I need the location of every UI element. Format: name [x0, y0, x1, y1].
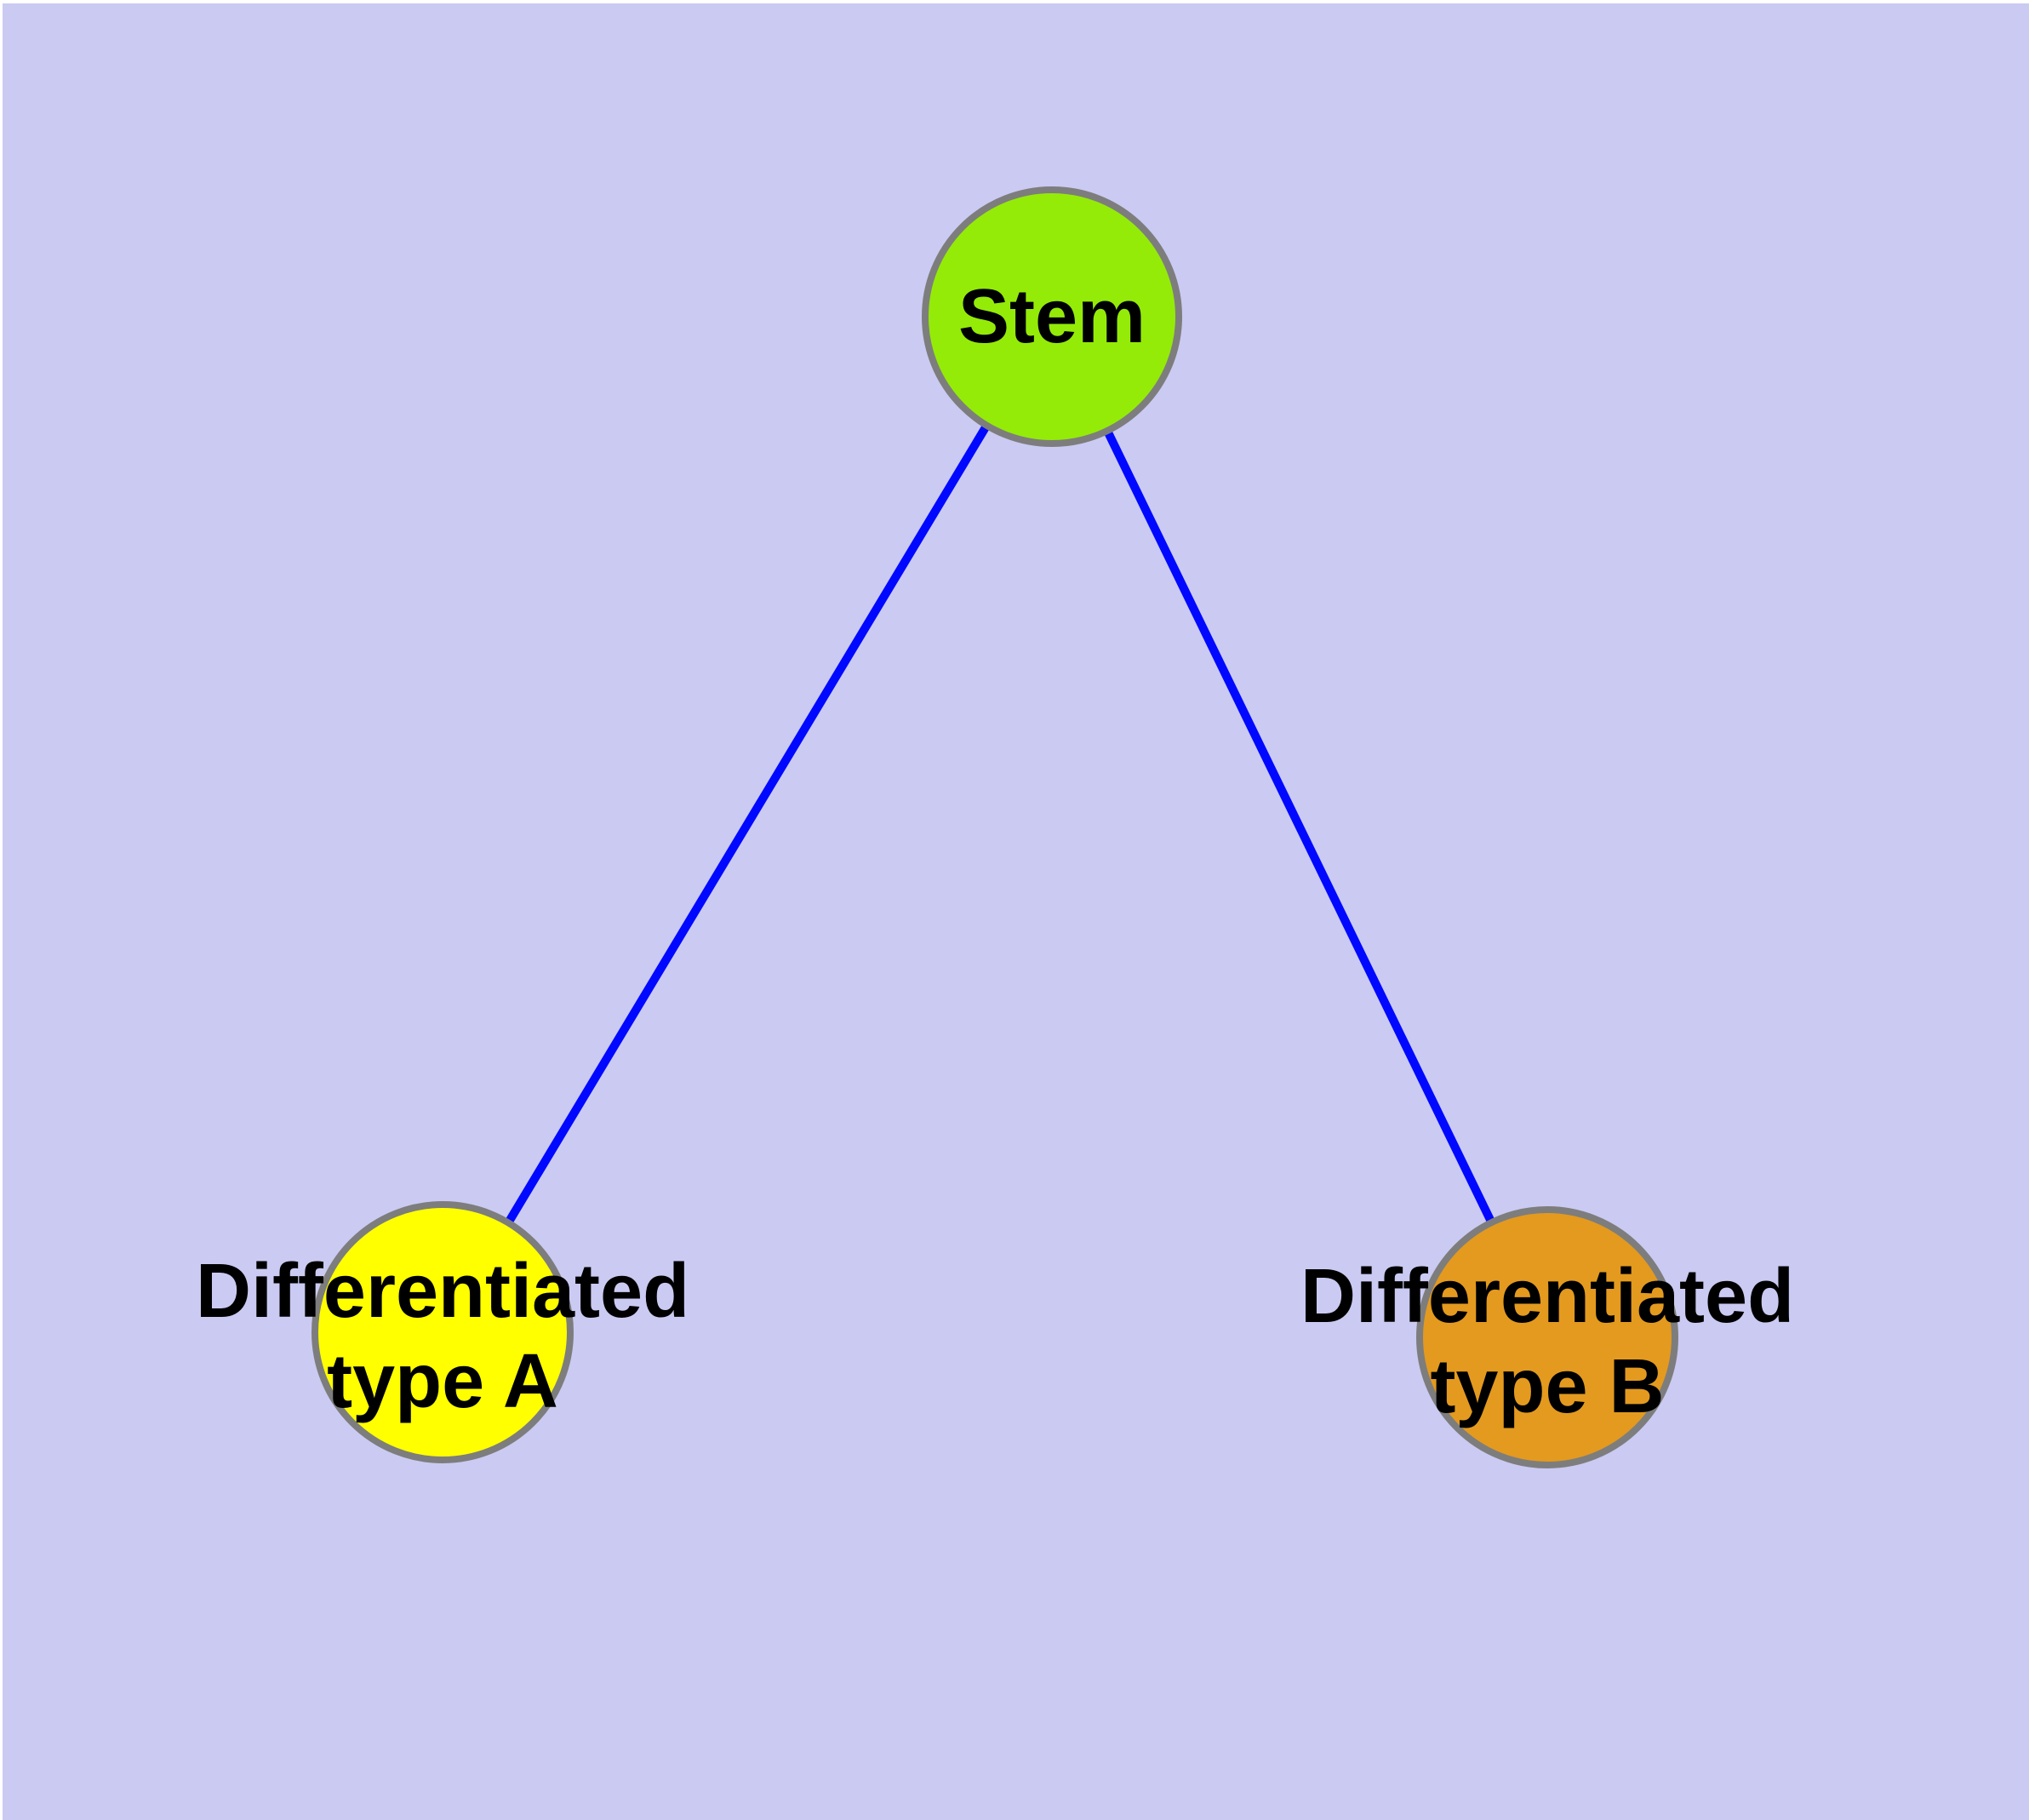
- edge-stem-to-type-a: [438, 314, 1056, 1335]
- node-differentiated-type-b: [1416, 1206, 1678, 1468]
- edge-stem-to-type-b: [1048, 314, 1552, 1340]
- node-stem: [922, 186, 1182, 447]
- node-differentiated-type-a: [311, 1201, 574, 1463]
